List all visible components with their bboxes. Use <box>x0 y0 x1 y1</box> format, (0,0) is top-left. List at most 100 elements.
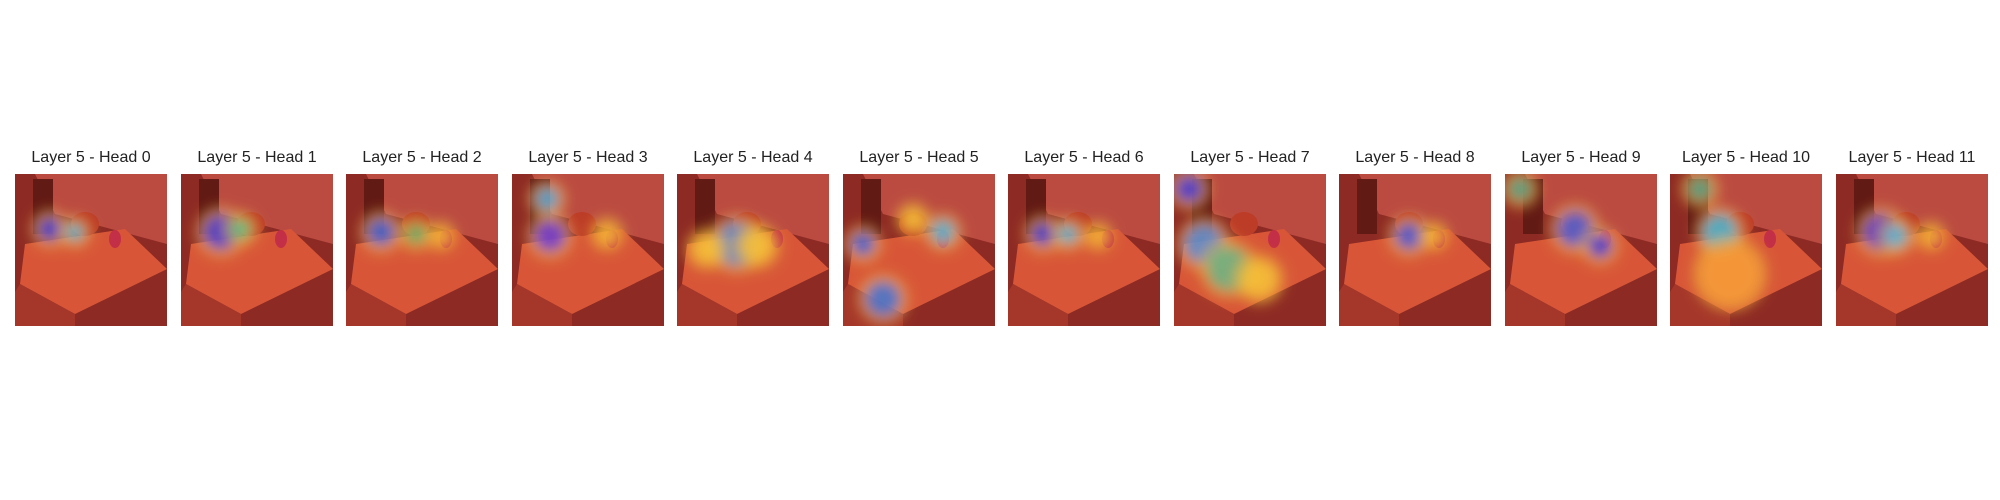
attention-hotspots <box>30 209 92 249</box>
attention-hotspot <box>931 220 955 244</box>
attention-hotspot <box>433 228 449 244</box>
heatmap-tint <box>1339 174 1491 326</box>
attention-hotspot <box>367 218 395 246</box>
attention-hotspots <box>1680 174 1768 312</box>
attention-heatmap-image <box>1670 174 1822 326</box>
attention-heatmap-image <box>843 174 995 326</box>
attention-hotspot <box>1395 222 1423 250</box>
heatmap-tint <box>15 174 167 326</box>
scene-table <box>20 229 167 314</box>
scene-bottle <box>109 230 121 248</box>
heatmap-overlay <box>1174 174 1326 326</box>
scene-wall <box>201 174 333 244</box>
heatmap-tint <box>1836 174 1988 326</box>
attention-hotspots <box>1174 174 1285 305</box>
attention-hotspot <box>865 281 901 317</box>
scene-table-front <box>1174 284 1234 326</box>
attention-hotspot <box>1031 222 1055 246</box>
heatmap-tint <box>677 174 829 326</box>
attention-hotspots <box>195 206 259 258</box>
attention-heatmap-image <box>1008 174 1160 326</box>
attention-hotspot <box>1175 175 1203 203</box>
scene-table-front <box>1339 284 1399 326</box>
heatmap-tint <box>181 174 333 326</box>
attention-hotspots <box>1387 214 1450 258</box>
attention-hotspot <box>1058 224 1078 244</box>
attention-hotspots <box>685 214 781 274</box>
attention-hotspots <box>1023 214 1114 254</box>
heatmap-overlay <box>512 174 664 326</box>
scene-table-front <box>1836 284 1896 326</box>
attention-hotspot <box>66 223 84 241</box>
panel-title: Layer 5 - Head 3 <box>528 149 648 166</box>
scene-pot <box>1230 212 1258 236</box>
panel-title: Layer 5 - Head 11 <box>1848 149 1976 166</box>
scene-table-front <box>346 284 406 326</box>
panel-title: Layer 5 - Head 10 <box>1681 149 1811 166</box>
attention-hotspot <box>903 209 923 229</box>
attention-heatmap-image <box>1174 174 1326 326</box>
attention-heatmap-image <box>346 174 498 326</box>
attention-hotspot <box>231 219 251 239</box>
attention-hotspots <box>359 210 457 254</box>
heatmap-overlay <box>181 174 333 326</box>
attention-hotspot <box>741 230 773 262</box>
attention-hotspot <box>693 235 721 263</box>
scene-wall <box>1359 174 1491 244</box>
attention-hotspot <box>1688 177 1712 201</box>
attention-hotspot <box>851 232 875 256</box>
heatmap-tint <box>1670 174 1822 326</box>
attention-hotspot <box>597 224 617 244</box>
scene-table-front <box>1008 284 1068 326</box>
attention-hotspot <box>1090 228 1106 244</box>
attention-heatmap-image <box>181 174 333 326</box>
panel-title: Layer 5 - Head 8 <box>1355 149 1475 166</box>
panel-title: Layer 5 - Head 4 <box>693 149 813 166</box>
scene-table-front <box>512 284 572 326</box>
scene-machine <box>861 179 881 234</box>
scene-wall <box>35 174 167 244</box>
panel-title: Layer 5 - Head 5 <box>859 149 979 166</box>
attention-hotspot <box>1508 177 1532 201</box>
heatmap-overlay <box>1339 174 1491 326</box>
panel-title: Layer 5 - Head 9 <box>1521 149 1641 166</box>
heatmap-overlay <box>1008 174 1160 326</box>
attention-hotspots <box>1505 174 1620 266</box>
attention-hotspot <box>1588 234 1612 258</box>
heatmap-overlay <box>843 174 995 326</box>
scene-wall <box>1028 174 1160 244</box>
attention-heatmap-image <box>677 174 829 326</box>
attention-hotspot <box>1700 244 1760 304</box>
scene-table-front <box>1670 284 1730 326</box>
scene-wall <box>1194 174 1326 244</box>
attention-heatmap-image <box>1339 174 1491 326</box>
attention-hotspot <box>1241 261 1277 297</box>
attention-hotspots <box>843 201 963 325</box>
heatmap-overlay <box>1836 174 1988 326</box>
heatmap-overlay <box>346 174 498 326</box>
attention-hotspot <box>1923 228 1939 244</box>
attention-heatmap-image <box>1505 174 1657 326</box>
scene-wall <box>1690 174 1822 244</box>
attention-heatmap-image <box>512 174 664 326</box>
panel-title: Layer 5 - Head 6 <box>1024 149 1144 166</box>
heatmap-overlay <box>677 174 829 326</box>
scene-bottle <box>1268 230 1280 248</box>
heatmap-tint <box>512 174 664 326</box>
scene-wall <box>366 174 498 244</box>
scene-machine <box>695 179 715 234</box>
scene-bottle <box>275 230 287 248</box>
attention-hotspot <box>535 187 559 211</box>
attention-hotspot <box>1884 224 1908 248</box>
scene-table-front <box>181 284 241 326</box>
attention-heatmap-image <box>1836 174 1988 326</box>
heatmap-tint <box>843 174 995 326</box>
scene-table-front <box>15 284 75 326</box>
heatmap-overlay <box>1670 174 1822 326</box>
heatmap-tint <box>1174 174 1326 326</box>
attention-hotspots <box>1855 206 1947 258</box>
heatmap-tint <box>346 174 498 326</box>
heatmap-overlay <box>1505 174 1657 326</box>
panel-title: Layer 5 - Head 2 <box>362 149 482 166</box>
